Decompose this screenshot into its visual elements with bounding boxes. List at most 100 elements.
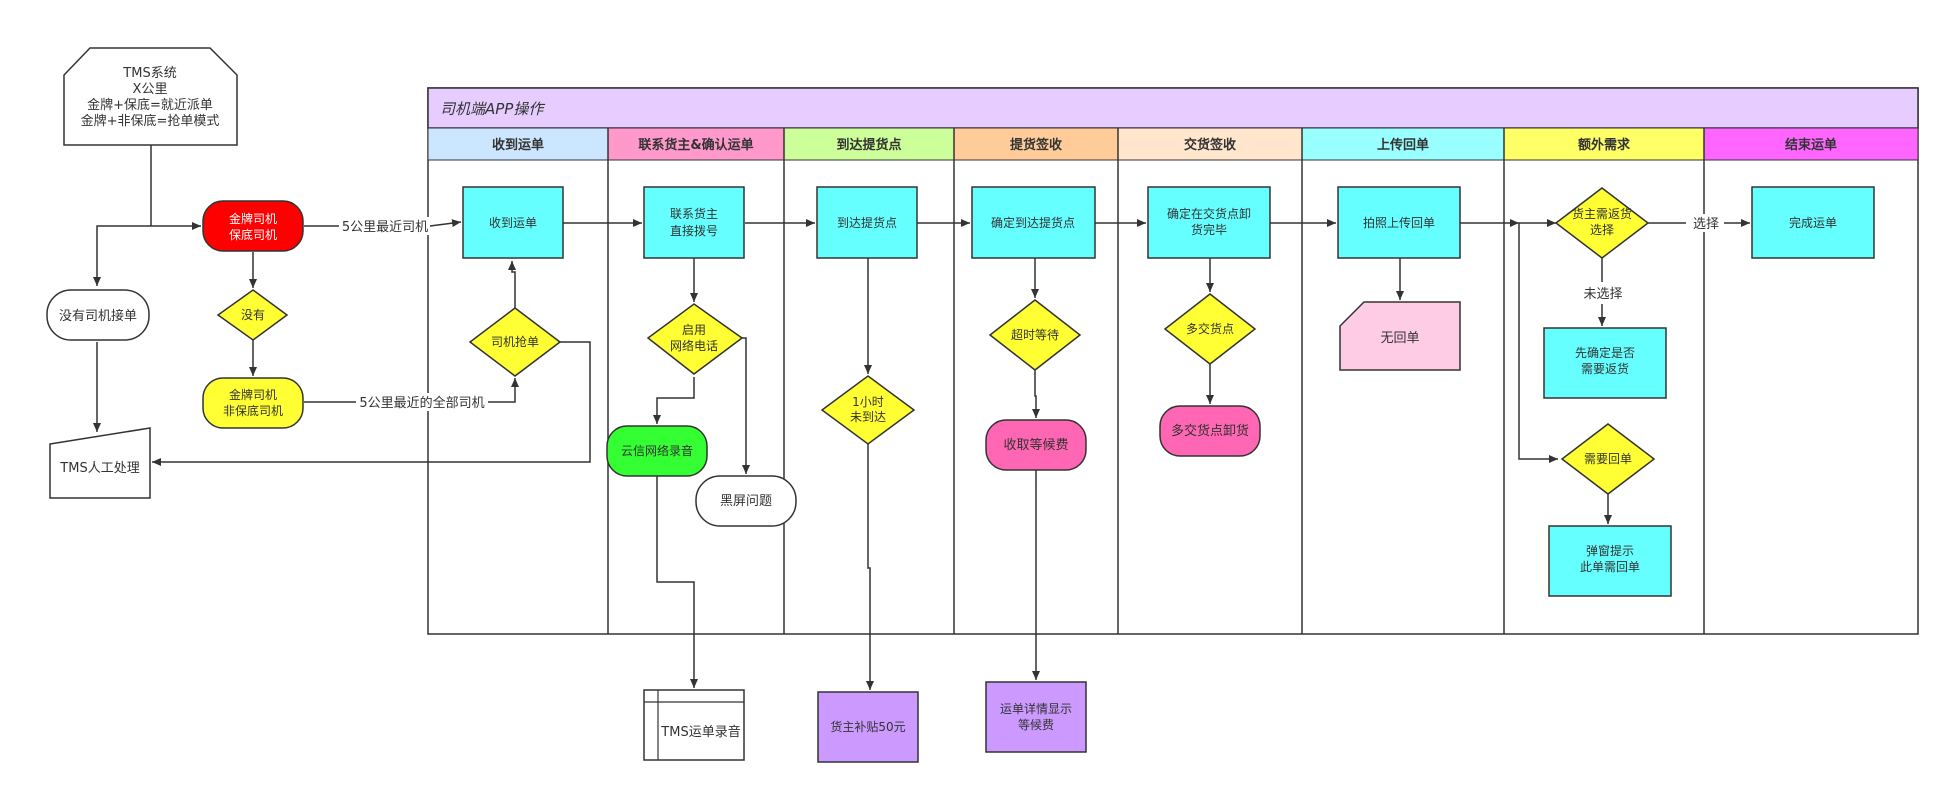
svg-text:直接拨号: 直接拨号 bbox=[670, 223, 718, 238]
svg-text:司机抢单: 司机抢单 bbox=[491, 334, 539, 349]
svg-text:确定在交货点卸: 确定在交货点卸 bbox=[1167, 206, 1251, 221]
tms-recording-node: TMS运单录音 bbox=[643, 689, 745, 761]
pool-header bbox=[427, 87, 1919, 129]
tms-system-line: 金牌+非保底=抢单模式 bbox=[81, 113, 220, 129]
svg-text:多交货点卸货: 多交货点卸货 bbox=[1171, 423, 1249, 439]
lane-header-extra bbox=[1503, 127, 1705, 161]
lane-header-arrive bbox=[783, 127, 955, 161]
one-hour-late-decision: 1小时 未到达 bbox=[820, 375, 916, 445]
network-call-decision: 启用 网络电话 bbox=[646, 303, 744, 375]
timeout-wait-decision: 超时等待 bbox=[988, 299, 1082, 371]
edge-label-nearest: 5公里最近司机 bbox=[342, 220, 428, 235]
svg-text:没有司机接单: 没有司机接单 bbox=[59, 308, 137, 324]
multi-unload-node: 多交货点卸货 bbox=[1159, 405, 1261, 457]
edge-gold-to-receive bbox=[304, 222, 461, 226]
receive-order-node: 收到运单 bbox=[462, 186, 564, 259]
edge-nonguarantee-right bbox=[304, 378, 515, 403]
svg-text:等候费: 等候费 bbox=[1018, 718, 1054, 732]
need-return-decision: 货主需返货 选择 bbox=[1554, 187, 1650, 259]
upload-receipt-node: 拍照上传回单 bbox=[1337, 186, 1461, 259]
edge-grab-to-receive bbox=[508, 261, 516, 308]
need-receipt-decision: 需要回单 bbox=[1560, 423, 1656, 495]
swimlane-pool: 司机端APP操作 收到运单 联系货主&确认运单 到达提货点 提货签收 交货签收 … bbox=[427, 87, 1919, 635]
svg-text:TMS运单录音: TMS运单录音 bbox=[660, 724, 740, 740]
svg-text:1小时: 1小时 bbox=[852, 395, 884, 409]
svg-text:先确定是否: 先确定是否 bbox=[1575, 345, 1635, 360]
svg-text:收到运单: 收到运单 bbox=[489, 216, 537, 230]
svg-text:金牌司机: 金牌司机 bbox=[229, 211, 277, 226]
yunxin-recording-node: 云信网络录音 bbox=[606, 425, 708, 477]
edge-timeout-fee bbox=[1032, 370, 1040, 418]
svg-text:没有: 没有 bbox=[241, 307, 265, 322]
svg-text:需要回单: 需要回单 bbox=[1584, 452, 1632, 466]
lane-label: 上传回单 bbox=[1377, 137, 1429, 153]
lane-label: 提货签收 bbox=[1010, 137, 1063, 153]
svg-text:无回单: 无回单 bbox=[1380, 331, 1419, 346]
edge-label-not-selected: 未选择 bbox=[1583, 287, 1622, 302]
tms-system-node: TMS系统 X公里 金牌+保底=就近派单 金牌+非保底=抢单模式 bbox=[63, 47, 238, 146]
lane-label: 结束运单 bbox=[1785, 137, 1837, 153]
svg-text:收取等候费: 收取等候费 bbox=[1003, 437, 1068, 453]
svg-text:需要返货: 需要返货 bbox=[1581, 361, 1629, 376]
confirm-unload-node: 确定在交货点卸 货完毕 bbox=[1147, 186, 1271, 259]
contact-shipper-node: 联系货主 直接拨号 bbox=[643, 186, 745, 259]
connectors bbox=[93, 145, 1750, 690]
svg-text:启用: 启用 bbox=[682, 323, 706, 337]
svg-text:云信网络录音: 云信网络录音 bbox=[621, 443, 693, 458]
lane-header-deliver bbox=[1117, 127, 1303, 161]
black-screen-node: 黑屏问题 bbox=[695, 475, 797, 527]
none-decision-node: 没有 bbox=[216, 289, 289, 341]
no-receipt-node: 无回单 bbox=[1339, 301, 1461, 371]
svg-text:到达提货点: 到达提货点 bbox=[837, 215, 897, 230]
svg-text:保底司机: 保底司机 bbox=[229, 227, 277, 242]
edge-recording-tms bbox=[656, 476, 698, 688]
edge-label-selected: 选择 bbox=[1693, 217, 1719, 232]
tms-system-line: X公里 bbox=[133, 82, 168, 97]
lane-label: 收到运单 bbox=[492, 137, 544, 153]
svg-text:非保底司机: 非保底司机 bbox=[223, 403, 283, 418]
waiting-fee-node: 收取等候费 bbox=[985, 419, 1087, 471]
svg-text:黑屏问题: 黑屏问题 bbox=[720, 494, 772, 509]
pool-title: 司机端APP操作 bbox=[440, 100, 545, 118]
confirm-return-node: 先确定是否 需要返货 bbox=[1543, 327, 1667, 399]
svg-text:联系货主: 联系货主 bbox=[670, 206, 718, 221]
edge-netcall-blackscreen bbox=[742, 337, 750, 474]
grab-order-decision: 司机抢单 bbox=[468, 307, 562, 377]
svg-text:超时等待: 超时等待 bbox=[1011, 327, 1059, 342]
lane-header-receive bbox=[427, 127, 609, 161]
svg-text:货完毕: 货完毕 bbox=[1191, 222, 1227, 237]
svg-text:确定到达提货点: 确定到达提货点 bbox=[991, 215, 1075, 230]
svg-text:网络电话: 网络电话 bbox=[670, 338, 718, 353]
svg-text:完成运单: 完成运单 bbox=[1789, 215, 1837, 230]
svg-text:运单详情显示: 运单详情显示 bbox=[1000, 701, 1072, 716]
gold-guarantee-driver-node: 金牌司机 保底司机 bbox=[202, 200, 304, 252]
arrive-pickup-node: 到达提货点 bbox=[816, 186, 918, 259]
shipper-subsidy-node: 货主补贴50元 bbox=[817, 691, 919, 763]
lane-label: 联系货主&确认运单 bbox=[638, 137, 753, 153]
svg-text:拍照上传回单: 拍照上传回单 bbox=[1363, 215, 1435, 230]
svg-text:TMS人工处理: TMS人工处理 bbox=[59, 461, 139, 476]
tms-system-line: 金牌+保底=就近派单 bbox=[87, 97, 213, 113]
svg-text:货主需返货: 货主需返货 bbox=[1572, 206, 1632, 221]
svg-text:多交货点: 多交货点 bbox=[1186, 321, 1234, 336]
svg-text:货主补贴50元: 货主补贴50元 bbox=[830, 719, 905, 734]
confirm-arrive-node: 确定到达提货点 bbox=[971, 186, 1096, 259]
lane-label: 到达提货点 bbox=[836, 137, 901, 153]
edge-netcall-recording bbox=[653, 377, 695, 424]
svg-text:选择: 选择 bbox=[1590, 223, 1614, 237]
popup-hint-node: 弹窗提示 此单需回单 bbox=[1548, 525, 1672, 597]
order-detail-fee-node: 运单详情显示 等候费 bbox=[985, 681, 1087, 753]
edge-label-all-nearby: 5公里最近的全部司机 bbox=[359, 395, 484, 411]
tms-system-line: TMS系统 bbox=[122, 66, 176, 81]
no-driver-node: 没有司机接单 bbox=[46, 289, 150, 341]
complete-order-node: 完成运单 bbox=[1751, 186, 1875, 259]
svg-text:弹窗提示: 弹窗提示 bbox=[1586, 543, 1634, 558]
edge-branch-need-receipt bbox=[1518, 223, 1558, 463]
edge-to-no-driver bbox=[93, 225, 151, 286]
multi-delivery-decision: 多交货点 bbox=[1163, 293, 1257, 365]
edge-grab-to-manual bbox=[152, 341, 591, 466]
lane-header-contact bbox=[607, 127, 785, 161]
svg-text:此单需回单: 此单需回单 bbox=[1580, 560, 1640, 574]
svg-text:金牌司机: 金牌司机 bbox=[229, 387, 277, 402]
